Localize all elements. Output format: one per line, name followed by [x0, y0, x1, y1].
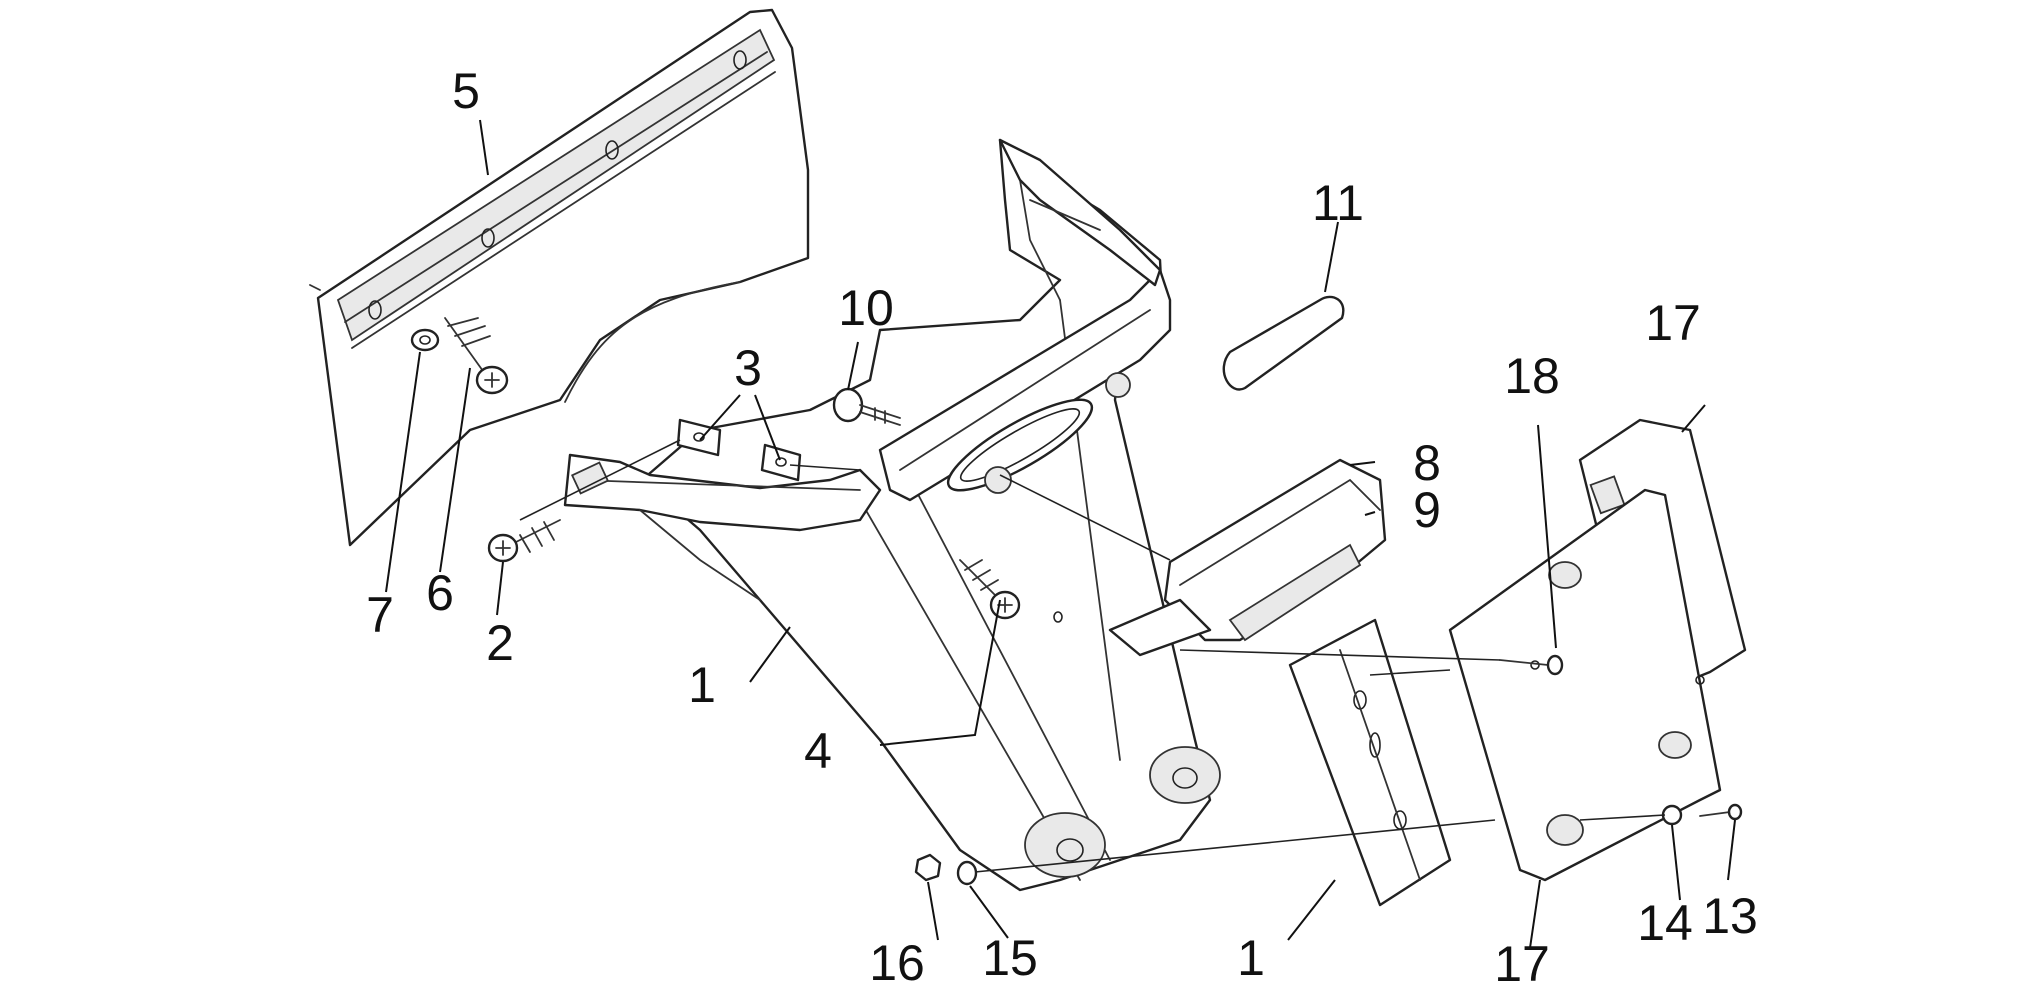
tail-light-part-8-9[interactable]	[1108, 458, 1387, 657]
callout-labels: 5 7 6 2 3 10 11 18 17 8 9 1 4 1 17 14 13…	[366, 63, 1758, 981]
callout-10: 10	[838, 280, 894, 336]
callout-17-bottom: 17	[1494, 936, 1550, 981]
plate-part-17-front[interactable]	[1448, 488, 1722, 882]
callout-16: 16	[869, 935, 925, 981]
callout-11: 11	[1312, 175, 1364, 231]
callout-8: 8	[1413, 435, 1441, 491]
washer-part-15[interactable]	[956, 860, 978, 886]
reflector-part-11[interactable]	[1222, 295, 1345, 391]
assembly-lines	[519, 439, 1666, 873]
front-bracket[interactable]	[563, 453, 882, 601]
tail-light-bracket[interactable]	[878, 138, 1172, 505]
callout-3: 3	[734, 340, 762, 396]
bolt-part-13[interactable]	[1699, 803, 1743, 821]
washer-part-14[interactable]	[1661, 804, 1683, 826]
callout-15: 15	[982, 930, 1038, 981]
screw-part-2[interactable]	[487, 519, 561, 563]
callout-14: 14	[1637, 895, 1693, 951]
mudflap-part-5[interactable]	[309, 8, 810, 547]
leader-lines	[385, 119, 1736, 949]
callout-1-left: 1	[688, 657, 716, 713]
nut-part-16[interactable]	[914, 853, 942, 882]
clip-part-3-right[interactable]	[760, 443, 802, 482]
bolt-part-18[interactable]	[1499, 654, 1564, 676]
callout-17-top: 17	[1645, 295, 1701, 351]
plate-holder-part-1[interactable]	[1288, 618, 1452, 907]
screw-part-6[interactable]	[444, 317, 509, 395]
callout-7: 7	[366, 587, 394, 643]
callout-9: 9	[1413, 482, 1441, 538]
washer-part-7[interactable]	[410, 328, 440, 352]
callout-4: 4	[804, 723, 832, 779]
callout-2: 2	[486, 615, 514, 671]
callout-6: 6	[426, 565, 454, 621]
callout-13: 13	[1702, 888, 1758, 944]
callout-18: 18	[1504, 348, 1560, 404]
callout-5: 5	[452, 63, 480, 119]
callout-1-right: 1	[1237, 930, 1265, 981]
